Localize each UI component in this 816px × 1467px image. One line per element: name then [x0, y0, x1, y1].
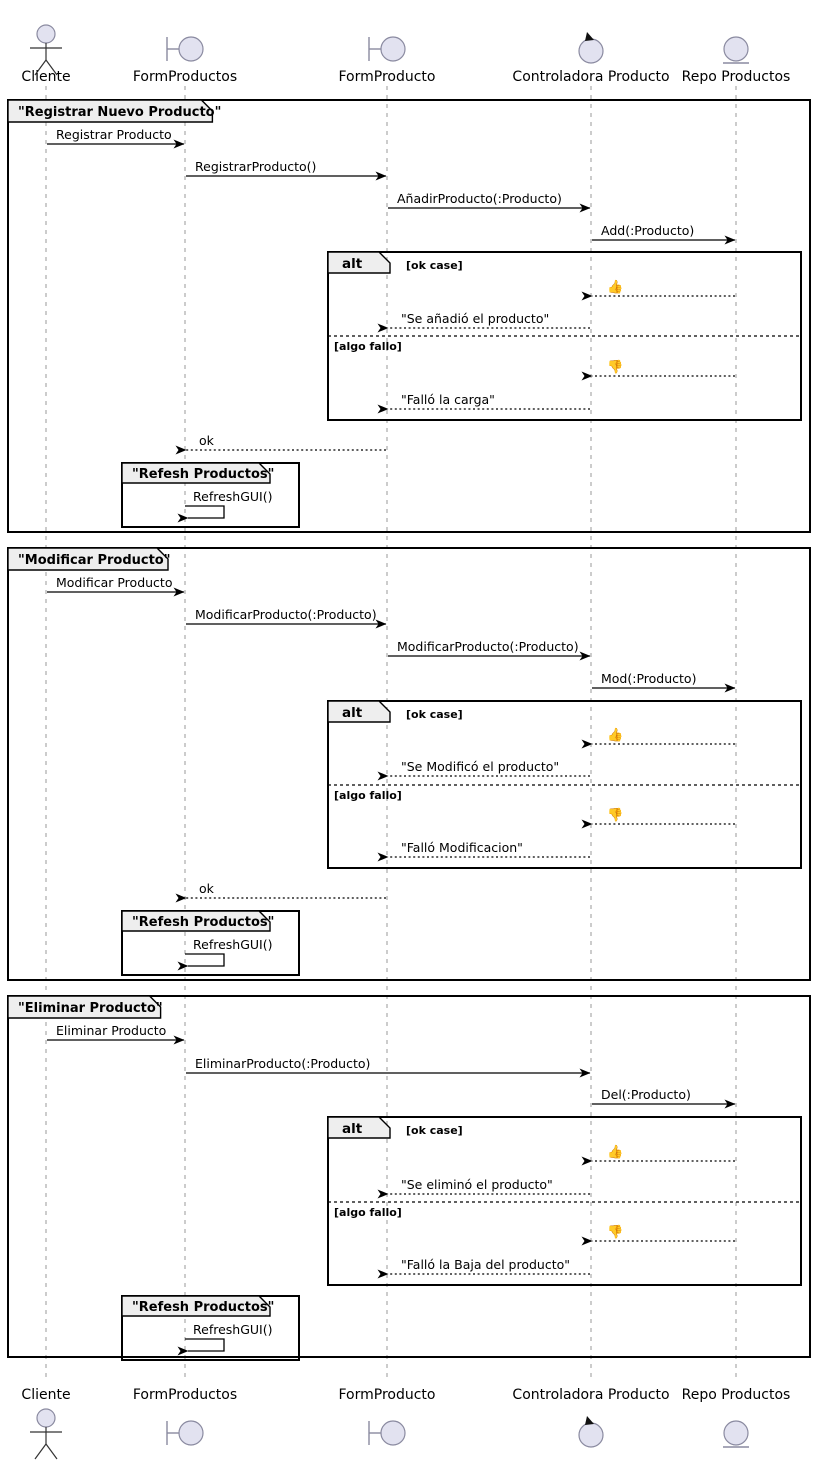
- alt-guard-registrar-1: [algo fallo]: [334, 340, 402, 353]
- alt-header-modificar: [327, 700, 391, 723]
- inner-fragment-header-eliminar: [121, 1295, 271, 1317]
- message-label-eliminar-m2: Del(:Producto): [601, 1087, 691, 1102]
- self-message-label-modificar: RefreshGUI(): [193, 937, 272, 952]
- message-label-registrar-p0: ok: [199, 433, 215, 448]
- inner-fragment-header-registrar: [121, 462, 271, 484]
- self-message-arrow-eliminar: [177, 1338, 225, 1356]
- alt-guard-modificar-1: [algo fallo]: [334, 789, 402, 802]
- thumbs-up-icon-modificar-b0_0: 👍: [607, 727, 623, 743]
- fragment-border-eliminar: [7, 995, 811, 1358]
- message-label-registrar-m2: AñadirProducto(:Producto): [397, 191, 562, 206]
- boundary-circle-icon-bottom: [380, 1420, 406, 1446]
- control-circle-icon-top: [578, 38, 604, 64]
- participant-label-formproducto: FormProducto: [339, 69, 436, 85]
- fragment-border-modificar: [7, 547, 811, 981]
- alt-guard-modificar-0: [ok case]: [406, 708, 463, 721]
- fragment-border-registrar: [7, 99, 811, 533]
- participant-label-cliente: Cliente: [21, 69, 70, 85]
- actor-leg-left-icon-bottom: [34, 1443, 47, 1460]
- alt-guard-registrar-0: [ok case]: [406, 259, 463, 272]
- actor-leg-left-icon-top: [34, 59, 47, 76]
- self-message-arrow-modificar: [177, 953, 225, 971]
- alt-label-registrar: alt: [342, 256, 363, 272]
- inner-fragment-header-modificar: [121, 910, 271, 932]
- alt-guard-eliminar-0: [ok case]: [406, 1124, 463, 1137]
- message-label-registrar-b1_1: "Falló la carga": [401, 392, 495, 407]
- message-label-eliminar-b1_1: "Falló la Baja del producto": [401, 1257, 570, 1272]
- entity-circle-icon-bottom: [723, 1420, 749, 1446]
- footer-participant-label-controladora: Controladora Producto: [512, 1387, 669, 1403]
- alt-fragment-border-eliminar: [327, 1116, 802, 1286]
- footer-participant-label-formproducto: FormProducto: [339, 1387, 436, 1403]
- message-label-eliminar-m1: EliminarProducto(:Producto): [195, 1056, 370, 1071]
- footer-participant-label-formproductos: FormProductos: [133, 1387, 237, 1403]
- fragment-title-eliminar: "Eliminar Producto": [18, 1001, 163, 1016]
- message-label-modificar-m3: Mod(:Producto): [601, 671, 696, 686]
- message-label-registrar-b0_1: "Se añadió el producto": [401, 311, 549, 326]
- self-message-label-registrar: RefreshGUI(): [193, 489, 272, 504]
- message-label-modificar-p0: ok: [199, 881, 215, 896]
- control-circle-icon-bottom: [578, 1422, 604, 1448]
- entity-circle-icon-top: [723, 36, 749, 62]
- fragment-header-registrar: [7, 99, 214, 123]
- control-arrow-icon-bottom: [585, 1416, 594, 1425]
- fragment-title-modificar: "Modificar Producto": [18, 553, 171, 568]
- boundary-circle-icon-top: [178, 36, 204, 62]
- thumbs-down-icon-eliminar-b1_0: 👎: [607, 1224, 623, 1240]
- inner-fragment-title-eliminar: "Refesh Productos": [132, 1300, 274, 1315]
- fragment-header-eliminar: [7, 995, 162, 1019]
- message-label-modificar-m0: Modificar Producto: [56, 575, 172, 590]
- fragment-header-modificar: [7, 547, 169, 571]
- alt-guard-eliminar-1: [algo fallo]: [334, 1206, 402, 1219]
- message-label-registrar-m0: Registrar Producto: [56, 127, 172, 142]
- thumbs-down-icon-modificar-b1_0: 👎: [607, 807, 623, 823]
- message-label-modificar-m2: ModificarProducto(:Producto): [397, 639, 579, 654]
- participant-label-formproductos: FormProductos: [133, 69, 237, 85]
- thumbs-up-icon-eliminar-b0_0: 👍: [607, 1144, 623, 1160]
- message-label-registrar-m3: Add(:Producto): [601, 223, 694, 238]
- message-label-modificar-b1_1: "Falló Modificacion": [401, 840, 523, 855]
- message-label-eliminar-b0_1: "Se eliminó el producto": [401, 1177, 553, 1192]
- footer-participant-label-cliente: Cliente: [21, 1387, 70, 1403]
- control-arrow-icon-top: [585, 32, 594, 41]
- message-label-eliminar-m0: Eliminar Producto: [56, 1023, 166, 1038]
- self-message-label-eliminar: RefreshGUI(): [193, 1322, 272, 1337]
- inner-fragment-title-registrar: "Refesh Productos": [132, 467, 274, 482]
- boundary-circle-icon-top: [380, 36, 406, 62]
- alt-label-modificar: alt: [342, 705, 363, 721]
- message-label-registrar-m1: RegistrarProducto(): [195, 159, 316, 174]
- actor-head-icon-top: [36, 24, 56, 44]
- inner-fragment-title-modificar: "Refesh Productos": [132, 915, 274, 930]
- message-label-modificar-m1: ModificarProducto(:Producto): [195, 607, 377, 622]
- actor-leg-right-icon-top: [45, 59, 58, 76]
- self-message-arrow-registrar: [177, 505, 225, 523]
- alt-label-eliminar: alt: [342, 1121, 363, 1137]
- actor-leg-right-icon-bottom: [45, 1443, 58, 1460]
- alt-header-eliminar: [327, 1116, 391, 1139]
- boundary-circle-icon-bottom: [178, 1420, 204, 1446]
- participant-label-repo: Repo Productos: [682, 69, 791, 85]
- thumbs-down-icon-registrar-b1_0: 👎: [607, 359, 623, 375]
- message-label-modificar-b0_1: "Se Modificó el producto": [401, 759, 559, 774]
- thumbs-up-icon-registrar-b0_0: 👍: [607, 279, 623, 295]
- footer-participant-label-repo: Repo Productos: [682, 1387, 791, 1403]
- actor-head-icon-bottom: [36, 1408, 56, 1428]
- fragment-title-registrar: "Registrar Nuevo Producto": [18, 105, 221, 120]
- alt-header-registrar: [327, 251, 391, 274]
- participant-label-controladora: Controladora Producto: [512, 69, 669, 85]
